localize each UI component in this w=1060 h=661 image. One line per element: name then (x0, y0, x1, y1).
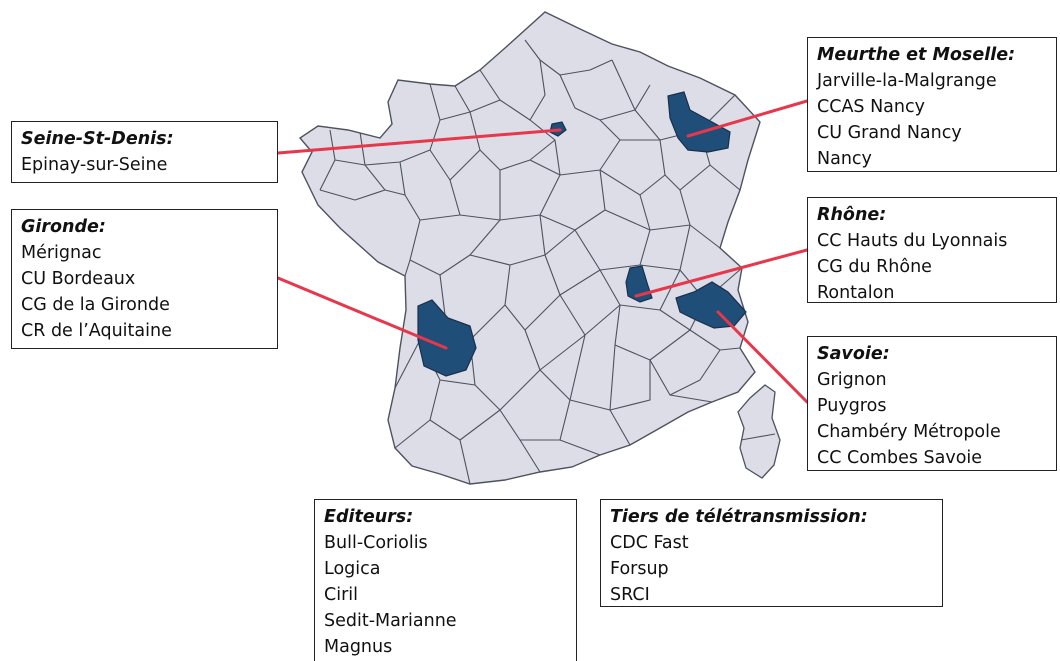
leader-lines (276, 99, 809, 404)
mainland-france (298, 11, 761, 485)
rhone-item: CC Hauts du Lyonnais (817, 231, 1008, 251)
meurthe-et-moselle-item: CCAS Nancy (817, 97, 925, 117)
gironde-item: CR de l’Aquitaine (21, 321, 172, 341)
tiers-de-teletransmission-box: Tiers de télétransmission: CDC Fast Fors… (600, 499, 943, 607)
meurthe-et-moselle-item: Nancy (817, 149, 872, 169)
savoie-item: Grignon (817, 370, 887, 390)
gironde-title: Gironde: (21, 217, 106, 237)
rhone-item: CG du Rhône (817, 257, 932, 277)
dept-gironde (417, 299, 477, 377)
leader-line-rhone (634, 248, 809, 298)
rhone-box: Rhône: CC Hauts du Lyonnais CG du Rhône … (807, 197, 1057, 303)
savoie-title: Savoie: (817, 344, 890, 364)
meurthe-et-moselle-item: CU Grand Nancy (817, 123, 962, 143)
tiers-item: CDC Fast (610, 533, 689, 553)
tiers-item: Forsup (610, 559, 669, 579)
meurthe-et-moselle-box: Meurthe et Moselle: Jarville-la-Malgrang… (807, 37, 1057, 172)
editeurs-title: Editeurs: (324, 507, 414, 527)
gironde-item: CU Bordeaux (21, 269, 136, 289)
editeurs-item: Bull-Coriolis (324, 533, 428, 553)
savoie-item: Puygros (817, 396, 887, 416)
savoie-item: CC Combes Savoie (817, 448, 983, 468)
highlighted-departments (417, 91, 747, 377)
rhone-title: Rhône: (817, 205, 887, 225)
editeurs-item: Ciril (324, 585, 359, 605)
meurthe-et-moselle-title: Meurthe et Moselle: (817, 45, 1016, 65)
gironde-box: Gironde: Mérignac CU Bordeaux CG de la G… (11, 209, 278, 349)
editeurs-item: Magnus (324, 637, 393, 657)
tiers-title: Tiers de télétransmission: (610, 507, 868, 527)
seine-st-denis-item: Epinay-sur-Seine (21, 155, 168, 175)
leader-line-meurthe-et-moselle (686, 99, 809, 138)
leader-line-savoie (716, 310, 809, 404)
dept-meurthe-et-moselle (667, 91, 731, 153)
france-outline (298, 11, 761, 485)
meurthe-et-moselle-item: Jarville-la-Malgrange (817, 71, 997, 91)
leader-line-seine-st-denis (276, 128, 562, 155)
dept-savoie (675, 281, 747, 329)
savoie-box: Savoie: Grignon Puygros Chambéry Métropo… (807, 336, 1057, 471)
tiers-item: SRCI (610, 585, 650, 605)
editeurs-box: Editeurs: Bull-Coriolis Logica Ciril Sed… (314, 499, 577, 661)
corsica-border (740, 433, 776, 441)
savoie-item: Chambéry Métropole (817, 422, 1001, 442)
seine-st-denis-title: Seine-St-Denis: (21, 129, 174, 149)
seine-st-denis-box: Seine-St-Denis: Epinay-sur-Seine (11, 121, 278, 183)
editeurs-item: Sedit-Marianne (324, 611, 457, 631)
corsica (737, 384, 781, 479)
gironde-item: CG de la Gironde (21, 295, 170, 315)
leader-line-gironde (276, 276, 448, 350)
rhone-item: Rontalon (817, 283, 895, 303)
editeurs-item: Logica (324, 559, 381, 579)
gironde-item: Mérignac (21, 243, 102, 263)
